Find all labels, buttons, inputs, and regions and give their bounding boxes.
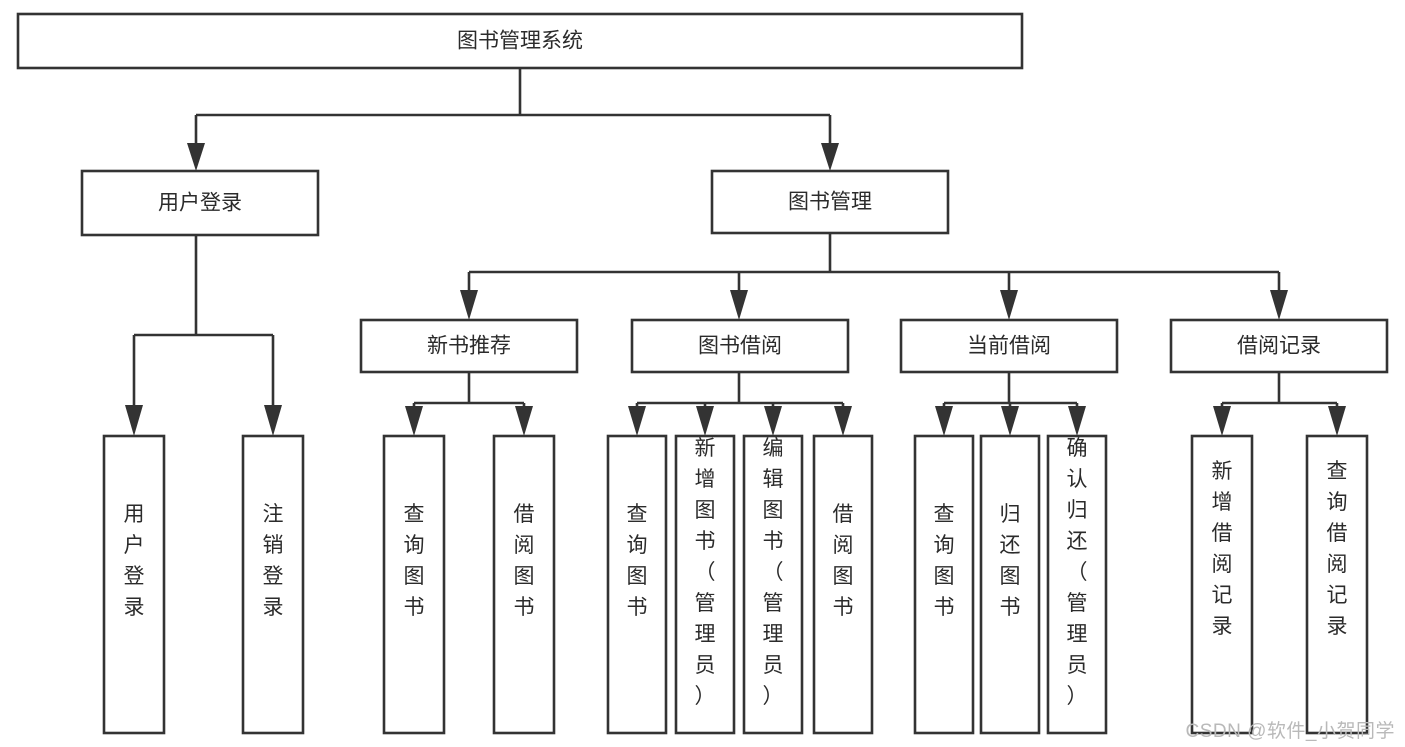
leaf-user-login-2-box[interactable] [241,434,305,735]
node-user-login-box[interactable] [80,169,320,237]
arrow-borrow-l4 [834,406,852,436]
connector-layer [125,68,1346,436]
arrow-newbook-l1 [405,406,423,436]
leaf-current-borrow-3[interactable]: 确认归还（管理员） [1046,434,1108,735]
arrow-root-to-userlogin [187,143,205,171]
node-root[interactable]: 图书管理系统 [16,12,1024,70]
arrow-current-l1 [935,406,953,436]
leaf-current-borrow-3-box[interactable] [1046,434,1108,735]
node-new-book-recommend-box[interactable] [359,318,579,374]
node-borrow-record-box[interactable] [1169,318,1389,374]
node-current-borrow-label: 当前借阅 [967,335,1051,358]
node-current-borrow-box[interactable] [899,318,1119,374]
leaf-new-book-2[interactable]: 借阅图书 [492,434,556,735]
leaf-user-login-1-label: 用户登录 [124,503,145,619]
leaf-book-borrow-1-label: 查询图书 [627,503,648,619]
leaf-book-borrow-4-label: 借阅图书 [833,503,854,619]
node-current-borrow[interactable]: 当前借阅 [899,318,1119,374]
leaf-book-borrow-3-label: 编辑图书（管理员） [763,437,784,708]
leaf-user-login-2[interactable]: 注销登录 [241,434,305,735]
leaf-user-login-1-box[interactable] [102,434,166,735]
leaf-current-borrow-3-label: 确认归还（管理员） [1067,437,1088,708]
arrow-newbook-l2 [515,406,533,436]
leaf-current-borrow-1[interactable]: 查询图书 [913,434,975,735]
leaf-book-borrow-2[interactable]: 新增图书（管理员） [674,434,736,735]
node-book-borrow-box[interactable] [630,318,850,374]
leaf-book-borrow-3-box[interactable] [742,434,804,735]
arrow-bookmgmt-c1 [460,290,478,320]
arrow-root-to-bookmgmt [821,143,839,171]
arrow-bookmgmt-c3 [1000,290,1018,320]
arrow-borrow-l1 [628,406,646,436]
leaf-current-borrow-2-box[interactable] [979,434,1041,735]
leaf-borrow-record-1-box[interactable] [1190,434,1254,735]
node-new-book-recommend-label: 新书推荐 [427,335,511,358]
leaf-book-borrow-4[interactable]: 借阅图书 [812,434,874,735]
leaf-new-book-1-label: 查询图书 [404,503,425,619]
leaf-new-book-2-box[interactable] [492,434,556,735]
node-new-book-recommend[interactable]: 新书推荐 [359,318,579,374]
arrow-current-l3 [1068,406,1086,436]
leaf-user-login-2-label: 注销登录 [263,503,284,619]
leaf-new-book-1[interactable]: 查询图书 [382,434,446,735]
leaf-book-borrow-3[interactable]: 编辑图书（管理员） [742,434,804,735]
node-borrow-record[interactable]: 借阅记录 [1169,318,1389,374]
leaf-current-borrow-1-box[interactable] [913,434,975,735]
leaf-borrow-record-1-label: 新增借阅记录 [1212,460,1233,638]
arrow-bookmgmt-c2 [730,290,748,320]
node-book-borrow-label: 图书借阅 [698,335,782,358]
node-book-borrow[interactable]: 图书借阅 [630,318,850,374]
leaf-new-book-1-box[interactable] [382,434,446,735]
arrow-record-l1 [1213,406,1231,436]
leaf-borrow-record-2-box[interactable] [1305,434,1369,735]
leaf-borrow-record-2-label: 查询借阅记录 [1327,460,1348,638]
arrow-userlogin-l2 [264,405,282,436]
node-book-management-label: 图书管理 [788,191,872,214]
node-user-login[interactable]: 用户登录 [80,169,320,237]
leaf-current-borrow-2-label: 归还图书 [1000,503,1021,619]
arrow-borrow-l3 [764,406,782,436]
node-borrow-record-label: 借阅记录 [1237,335,1321,358]
leaf-user-login-1[interactable]: 用户登录 [102,434,166,735]
node-root-label: 图书管理系统 [457,30,583,53]
leaf-borrow-record-2[interactable]: 查询借阅记录 [1305,434,1369,735]
node-book-management[interactable]: 图书管理 [710,169,950,235]
node-root-box[interactable] [16,12,1024,70]
arrow-borrow-l2 [696,406,714,436]
leaf-book-borrow-2-label: 新增图书（管理员） [695,437,716,708]
leaf-book-borrow-4-box[interactable] [812,434,874,735]
arrow-current-l2 [1001,406,1019,436]
arrow-bookmgmt-c4 [1270,290,1288,320]
arrow-record-l2 [1328,406,1346,436]
leaf-new-book-2-label: 借阅图书 [514,503,535,619]
arrow-userlogin-l1 [125,405,143,436]
leaf-book-borrow-1[interactable]: 查询图书 [606,434,668,735]
csdn-watermark: CSDN @软件_小贺同学 [1185,721,1395,742]
leaf-book-borrow-2-box[interactable] [674,434,736,735]
leaf-book-borrow-1-box[interactable] [606,434,668,735]
node-book-management-box[interactable] [710,169,950,235]
leaf-borrow-record-1[interactable]: 新增借阅记录 [1190,434,1254,735]
leaf-current-borrow-1-label: 查询图书 [934,503,955,619]
node-user-login-label: 用户登录 [158,192,242,215]
leaf-current-borrow-2[interactable]: 归还图书 [979,434,1041,735]
